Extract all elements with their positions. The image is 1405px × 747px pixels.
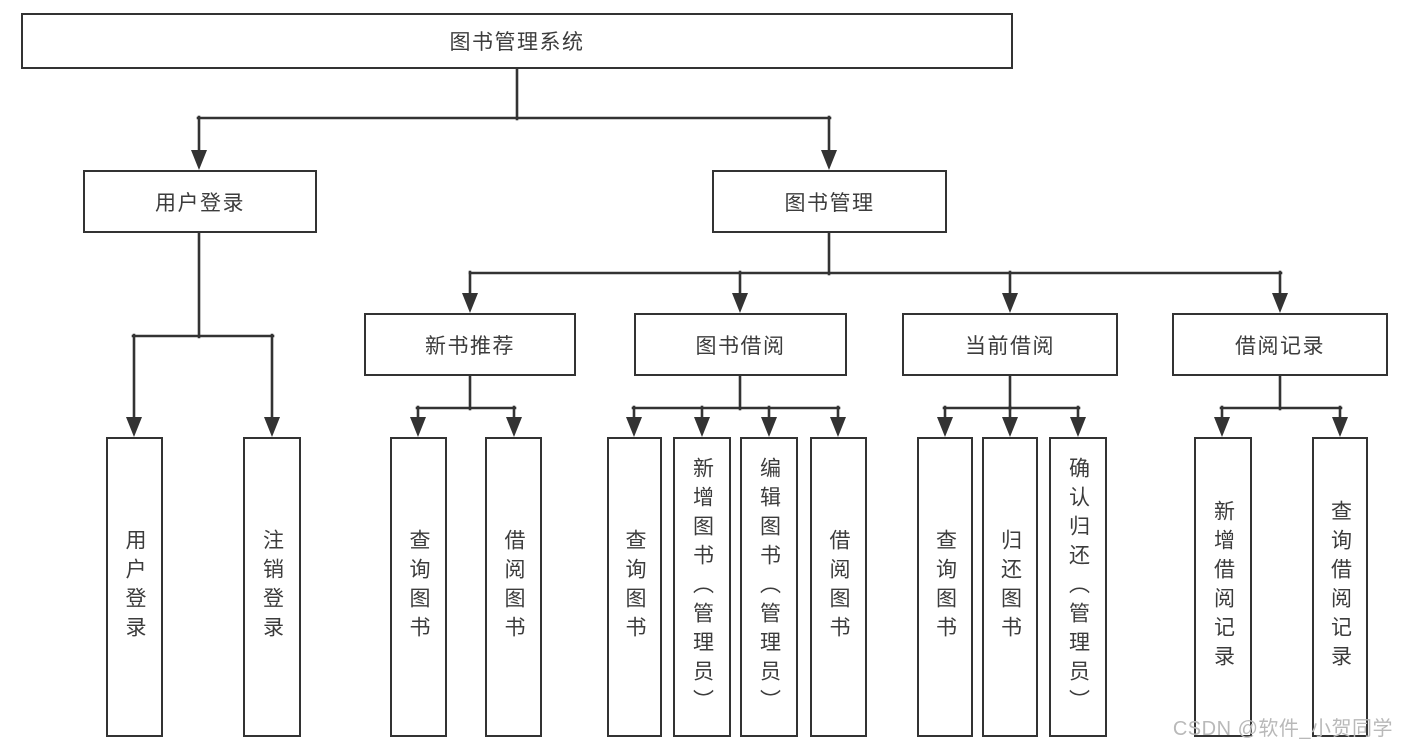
leaf-recommend-borrow-books: 借阅图书 [485,437,542,737]
node-root: 图书管理系统 [21,13,1013,69]
node-user-login: 用户登录 [83,170,317,233]
node-current-borrow: 当前借阅 [902,313,1118,376]
node-book-management: 图书管理 [712,170,947,233]
leaf-confirm-return-admin: 确认归还（管理员） [1049,437,1107,737]
node-book-borrow: 图书借阅 [634,313,847,376]
node-new-book-recommend: 新书推荐 [364,313,576,376]
node-borrow-records: 借阅记录 [1172,313,1388,376]
leaf-recommend-query-books: 查询图书 [390,437,447,737]
leaf-add-borrow-record: 新增借阅记录 [1194,437,1252,737]
leaf-logout: 注销登录 [243,437,301,737]
leaf-current-query-books: 查询图书 [917,437,973,737]
leaf-borrow-query-books: 查询图书 [607,437,662,737]
leaf-query-borrow-record: 查询借阅记录 [1312,437,1368,737]
leaf-add-books-admin: 新增图书（管理员） [673,437,731,737]
leaf-user-login: 用户登录 [106,437,163,737]
leaf-return-books: 归还图书 [982,437,1038,737]
leaf-borrow-books: 借阅图书 [810,437,867,737]
leaf-edit-books-admin: 编辑图书（管理员） [740,437,798,737]
